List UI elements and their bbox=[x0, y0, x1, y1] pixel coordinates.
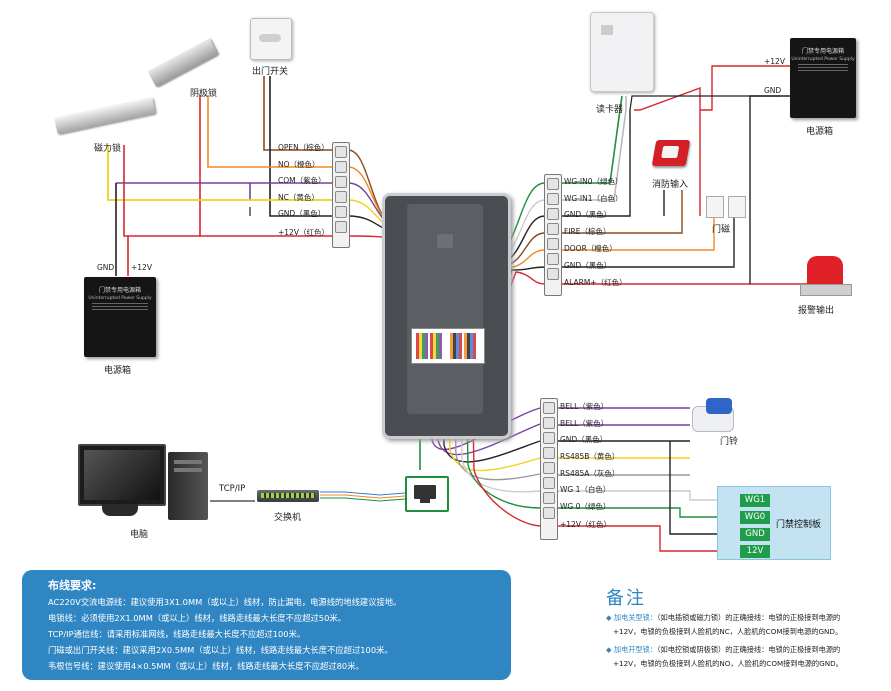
terminal-bottom-rs485a: RS485A（灰色） bbox=[560, 469, 620, 478]
terminal-block-right bbox=[544, 174, 562, 296]
terminal-left-gnd: GND（黑色） bbox=[278, 209, 326, 218]
wire-nc bbox=[107, 145, 332, 201]
psu-right-title: 门禁专用电源箱 bbox=[801, 48, 844, 55]
wiring-requirements-panel: 布线要求: AC220V交流电源线：建议使用3X1.0MM（或以上）线材，防止漏… bbox=[22, 570, 511, 680]
wire-exit-gnd bbox=[269, 76, 332, 217]
terminal-bottom-wg1: WG 1（白色） bbox=[560, 485, 611, 494]
fire-input-label: 消防输入 bbox=[652, 180, 689, 190]
tcpip-label: TCP/IP bbox=[219, 484, 246, 494]
terminal-bottom-12v: +12V（红色） bbox=[560, 520, 611, 529]
terminal-left-12v: +12V（红色） bbox=[278, 228, 329, 237]
wire-no bbox=[207, 95, 332, 168]
door-sensor-label: 门磁 bbox=[712, 225, 731, 235]
wiring-requirement-line: 韦根信号线：建议使用4×0.5MM（或以上）线材，线路走线最大长度不应超过80米… bbox=[48, 661, 364, 671]
terminal-left-com: COM（紫色） bbox=[278, 176, 326, 185]
computer-monitor bbox=[78, 444, 166, 506]
terminal-bottom-bell-2: BELL（紫色） bbox=[560, 419, 609, 428]
wire-open bbox=[263, 76, 332, 151]
remark-1-text: （如电插锁或磁力锁）的正确接线：电锁的正极接到电源的 bbox=[656, 613, 841, 622]
terminal-right-wg-in1: WG-IN1（白色） bbox=[564, 194, 623, 203]
power-box-right: 门禁专用电源箱 Uninterrupted Power Supply bbox=[790, 38, 856, 118]
bullet-icon: ◆ bbox=[606, 645, 614, 654]
terminal-right-gnd-1: GND（黑色） bbox=[564, 210, 612, 219]
door-sensor bbox=[706, 196, 746, 218]
device-connector-panel bbox=[411, 328, 485, 364]
psu-right-subtitle: Uninterrupted Power Supply bbox=[791, 57, 855, 62]
terminal-right-alarm: ALARM+（红色） bbox=[564, 278, 627, 287]
door-bell bbox=[688, 398, 738, 432]
psu-left-subtitle: Uninterrupted Power Supply bbox=[88, 296, 152, 301]
remark-1-line-2: +12V，电锁的负极接到人脸机的NC，人脸机的COM接到电源的GND。 bbox=[613, 627, 843, 636]
right-psu-12v-label: +12V bbox=[764, 57, 785, 66]
terminal-bottom-bell-1: BELL（紫色） bbox=[560, 402, 609, 411]
alarm-siren bbox=[800, 256, 852, 296]
terminal-bottom-rs485b: RS485B（黄色） bbox=[560, 452, 620, 461]
terminal-right-fire: FIRE（棕色） bbox=[564, 227, 611, 236]
face-terminal-device bbox=[382, 193, 511, 439]
bullet-icon: ◆ bbox=[606, 613, 614, 622]
terminal-left-nc: NC（黄色） bbox=[278, 193, 319, 202]
power-box-right-label: 电源箱 bbox=[806, 127, 834, 137]
controller-pin-wg1: WG1 bbox=[740, 494, 770, 507]
magnetic-lock-label: 磁力锁 bbox=[94, 144, 122, 154]
right-psu-gnd-label: GND bbox=[764, 86, 782, 95]
door-bell-label: 门铃 bbox=[720, 437, 739, 447]
cathode-lock-label: 阴极锁 bbox=[190, 89, 218, 99]
rj45-port-icon bbox=[405, 476, 449, 512]
exit-switch-label: 出门开关 bbox=[252, 67, 289, 77]
terminal-right-door: DOOR（橙色） bbox=[564, 244, 617, 253]
left-psu-12v-label: +12V bbox=[131, 263, 152, 272]
controller-title: 门禁控制板 bbox=[776, 520, 822, 530]
terminal-right-wg-in0: WG-IN0（绿色） bbox=[564, 177, 623, 186]
network-switch bbox=[257, 490, 319, 502]
remark-1-line-1: ◆ 加电关型锁：（如电插锁或磁力锁）的正确接线：电锁的正极接到电源的 bbox=[606, 612, 840, 624]
card-reader-label: 读卡器 bbox=[596, 105, 624, 115]
network-switch-label: 交换机 bbox=[274, 513, 302, 523]
card-reader-window bbox=[601, 25, 613, 35]
terminal-left-open: OPEN（棕色） bbox=[278, 143, 329, 152]
computer-tower bbox=[168, 452, 208, 520]
pc-label: 电脑 bbox=[130, 530, 149, 540]
terminal-block-left bbox=[332, 142, 350, 248]
remark-2-text: （如电控锁或阴极锁）的正确接线：电锁的正极接到电源的 bbox=[656, 645, 841, 654]
remark-2-line-1: ◆ 加电开型锁：（如电控锁或阴极锁）的正确接线：电锁的正极接到电源的 bbox=[606, 644, 840, 656]
card-reader bbox=[590, 12, 654, 92]
terminal-bottom-gnd: GND（黑色） bbox=[560, 435, 608, 444]
terminal-block-bottom bbox=[540, 398, 558, 540]
power-box-left: 门禁专用电源箱 Uninterrupted Power Supply bbox=[84, 277, 156, 357]
wiring-requirement-line: 电锁线：必须使用2X1.0MM（或以上）线材，线路走线最大长度不应超过50米。 bbox=[48, 613, 346, 623]
controller-pin-gnd: GND bbox=[740, 528, 770, 541]
device-port-top bbox=[437, 234, 453, 248]
monitor-stand bbox=[102, 504, 138, 516]
terminal-bottom-wg0: WG 0（绿色） bbox=[560, 502, 611, 511]
exit-switch bbox=[250, 18, 292, 60]
remark-2-line-2: +12V，电锁的负极接到人脸机的NO，人脸机的COM接到电源的GND。 bbox=[613, 659, 843, 668]
alarm-output-label: 报警输出 bbox=[798, 306, 835, 316]
wiring-requirements-title: 布线要求: bbox=[48, 579, 97, 592]
wiring-requirement-line: AC220V交流电源线：建议使用3X1.0MM（或以上）线材，防止漏电，电源线的… bbox=[48, 597, 402, 607]
psu-left-title: 门禁专用电源箱 bbox=[98, 287, 141, 294]
controller-pin-12v: 12V bbox=[740, 545, 770, 558]
terminal-left-no: NO（橙色） bbox=[278, 160, 320, 169]
remark-2-head: 加电开型锁： bbox=[613, 645, 657, 654]
remarks-title: 备注 bbox=[606, 588, 646, 609]
terminal-right-gnd-2: GND（黑色） bbox=[564, 261, 612, 270]
access-controller-board: WG1 WG0 GND 12V 门禁控制板 bbox=[717, 486, 831, 560]
key-icon bbox=[259, 34, 281, 42]
wiring-requirement-line: 门磁或出门开关线：建议采用2X0.5MM（或以上）线材，线路走线最大长度不应超过… bbox=[48, 645, 393, 655]
controller-pin-wg0: WG0 bbox=[740, 511, 770, 524]
fire-button bbox=[651, 140, 691, 166]
left-psu-gnd-label: GND bbox=[97, 263, 115, 272]
wiring-requirement-line: TCP/IP通信线：请采用标准网线，线路走线最大长度不应超过100米。 bbox=[48, 629, 306, 639]
remark-1-head: 加电关型锁： bbox=[613, 613, 657, 622]
power-box-left-label: 电源箱 bbox=[104, 366, 132, 376]
fire-button-face bbox=[661, 146, 680, 158]
